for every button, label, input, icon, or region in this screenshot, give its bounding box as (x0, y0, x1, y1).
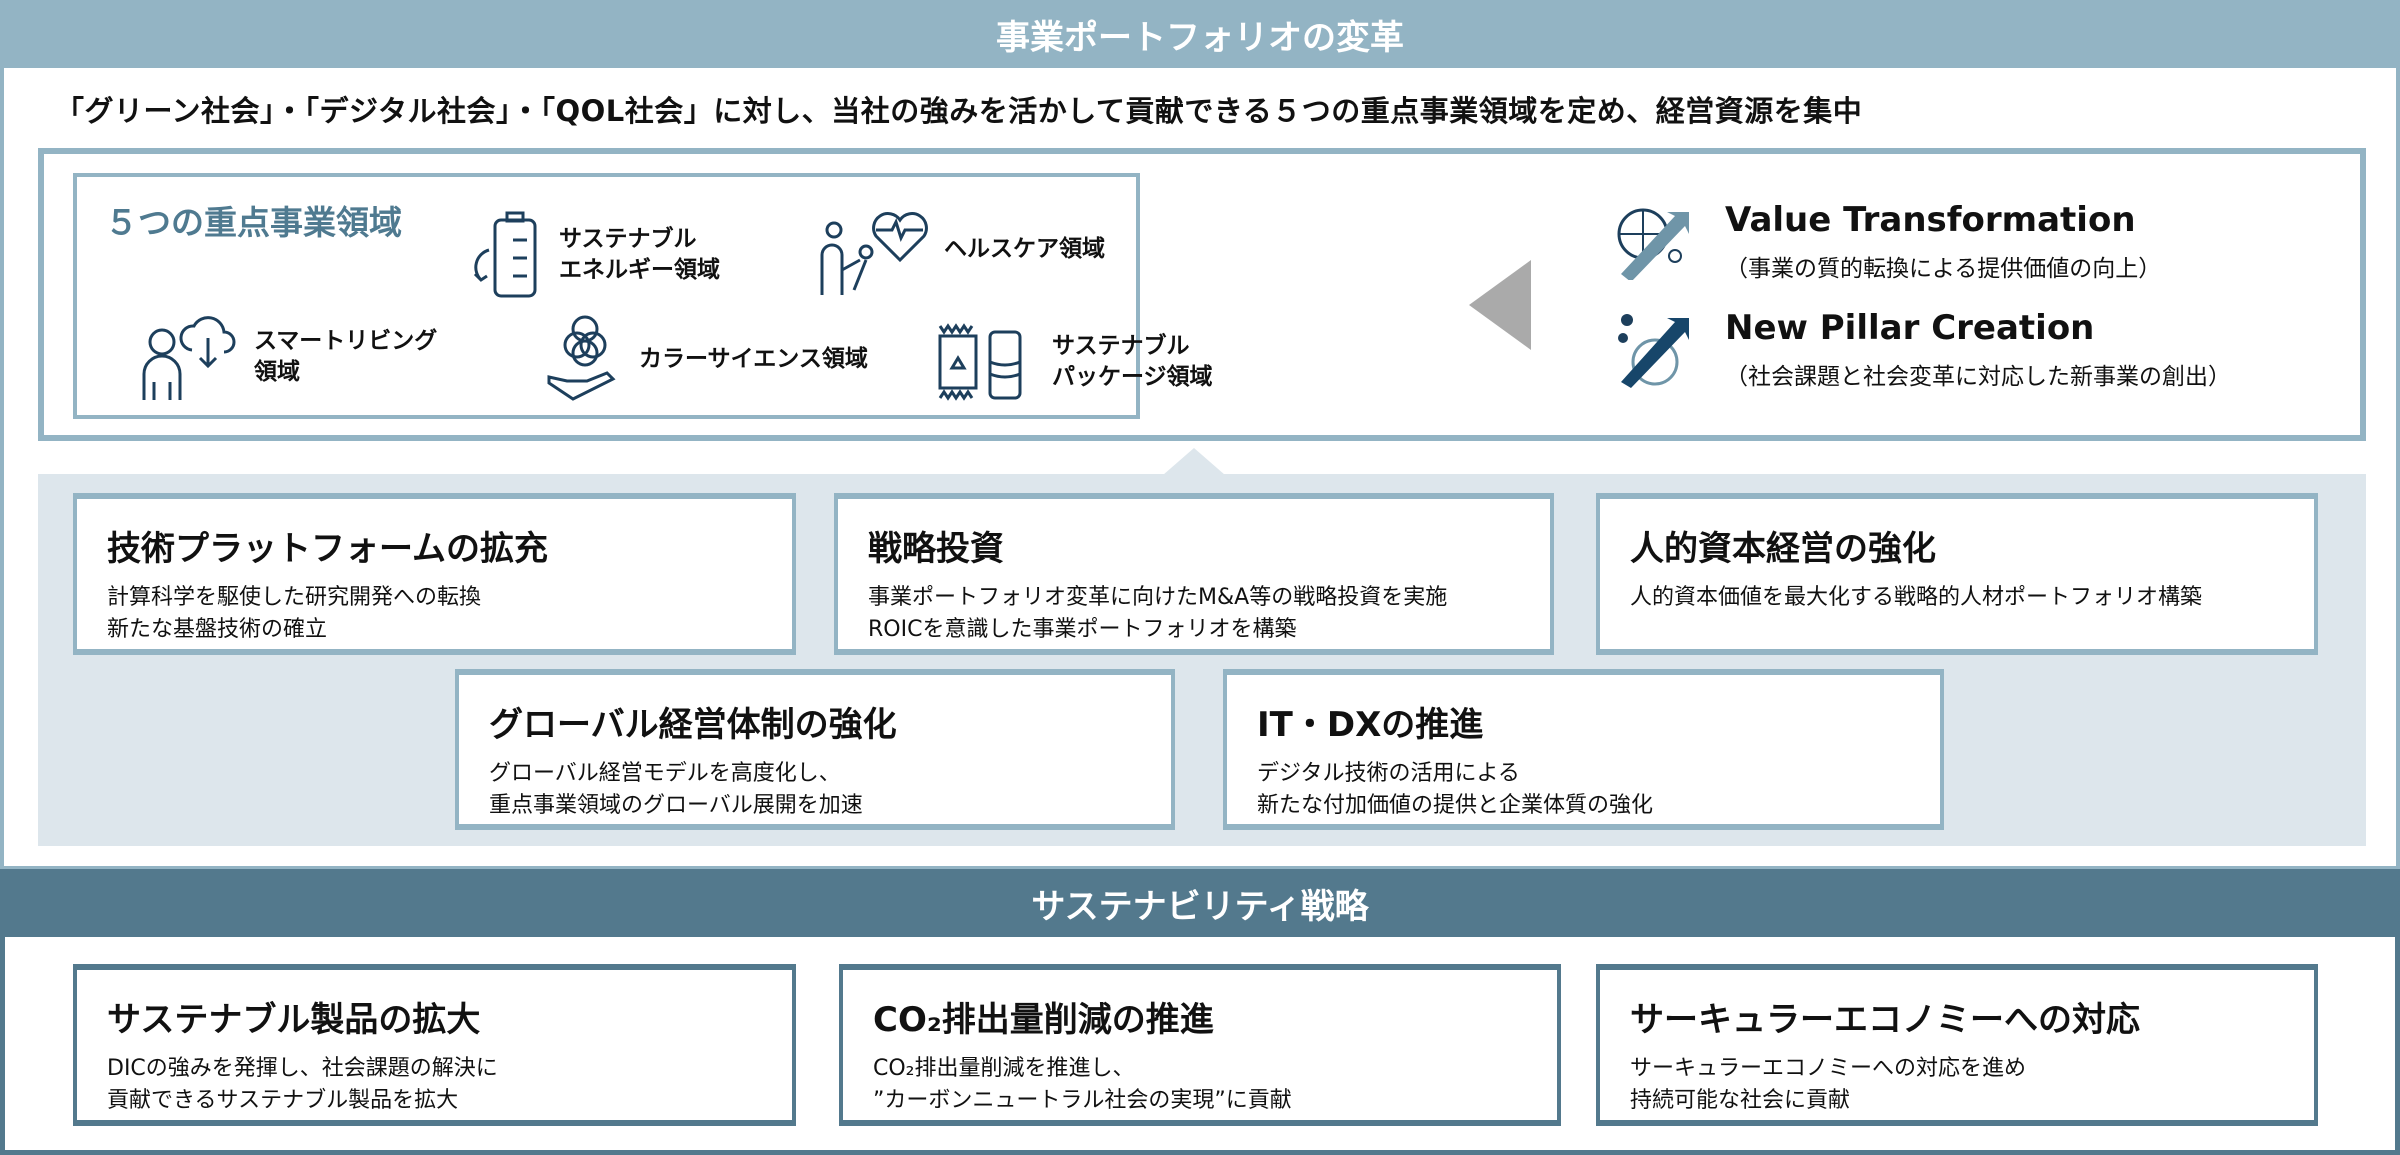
globe-arrow-network-icon (1617, 208, 1689, 280)
energy-icon (473, 211, 537, 298)
color-science-icon (547, 315, 616, 401)
portfolio-section (0, 0, 2400, 870)
card-human-capital: 人的資本経営の強化人的資本価値を最大化する戦略的人材ポートフォリオ構築 (1596, 493, 2318, 655)
focus-panel (38, 148, 2366, 441)
healthcare-icon (820, 212, 928, 295)
focus-domains-box (73, 173, 1140, 419)
focus-domains-title: ５つの重点事業領域 (105, 203, 402, 242)
pointer-up-triangle (1163, 448, 1225, 475)
arrow-left-triangle (1469, 260, 1531, 350)
card-it-dx: IT・DXの推進デジタル技術の活用による新たな付加価値の提供と企業体質の強化 (1223, 669, 1944, 830)
strategy-new-pillar-creation: New Pillar Creation（社会課題と社会変革に対応した新事業の創出… (1615, 308, 2231, 391)
card-circular-economy: サーキュラーエコノミーへの対応サーキュラーエコノミーへの対応を進め持続可能な社会… (1596, 964, 2318, 1126)
card-tech-platform: 技術プラットフォームの拡充計算科学を駆使した研究開発への転換新たな基盤技術の確立 (73, 493, 796, 655)
strategy-value-transformation: Value Transformation（事業の質的転換による提供価値の向上） (1615, 200, 2161, 283)
domain-energy: サステナブルエネルギー領域 (465, 210, 720, 300)
domain-color-science: カラーサイエンス領域 (545, 315, 868, 405)
domain-healthcare: ヘルスケア領域 (820, 200, 1105, 300)
sustainability-header: サステナビリティ戦略 (0, 869, 2400, 937)
card-global-management: グローバル経営体制の強化グローバル経営モデルを高度化し、重点事業領域のグローバル… (455, 669, 1175, 830)
domain-smart-living: スマートリビング領域 (140, 312, 437, 402)
portfolio-header: 事業ポートフォリオの変革 (0, 0, 2400, 68)
smart-living-icon (142, 316, 236, 400)
domain-packaging: サステナブルパッケージ領域 (938, 322, 1213, 402)
sustainability-section (0, 937, 2400, 1155)
globe-arrow-icon (1618, 314, 1689, 388)
packaging-icon (938, 323, 1022, 401)
lead-text: 「グリーン社会」・「デジタル社会」・「QOL社会」に対し、当社の強みを活かして貢… (55, 94, 1863, 128)
